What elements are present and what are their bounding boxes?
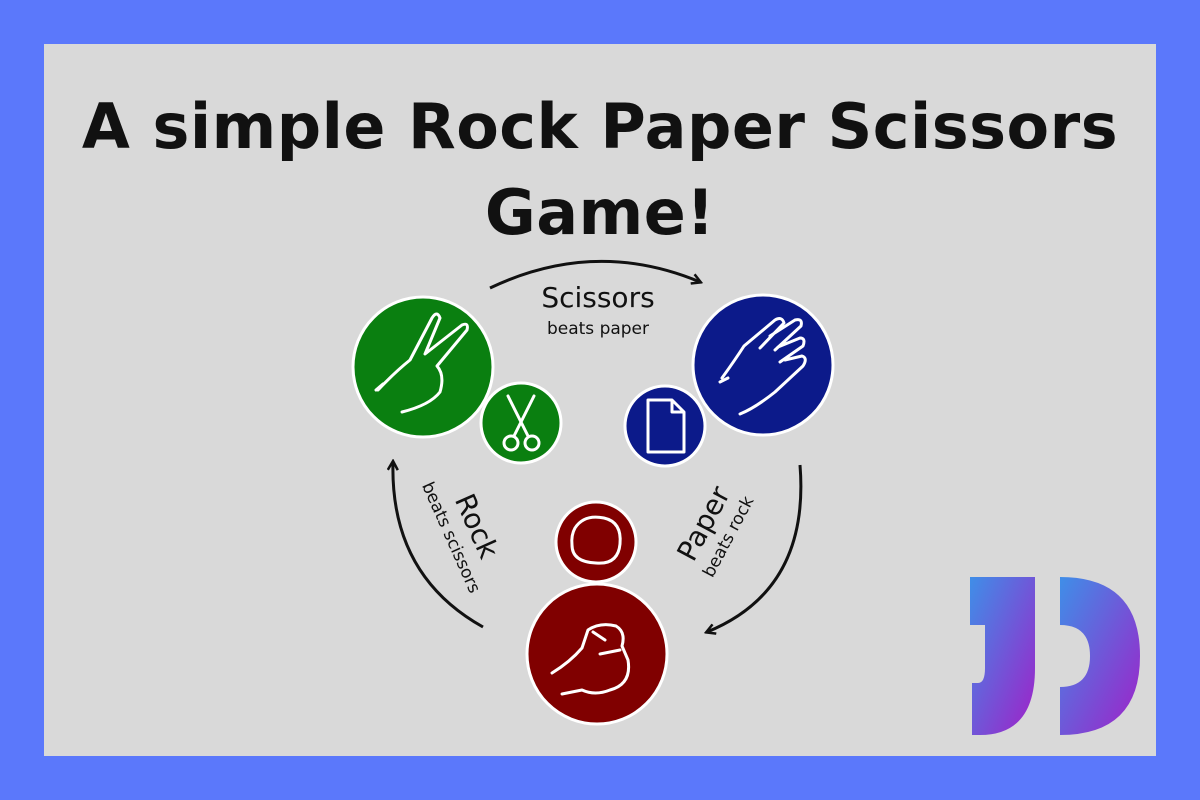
page-title: A simple Rock Paper Scissors Game! xyxy=(44,84,1156,256)
scissors-icon xyxy=(479,381,563,465)
paper-label-group: Paper beats rock xyxy=(670,480,758,580)
arrow-rock-to-scissors xyxy=(393,462,484,629)
fist-icon xyxy=(525,582,669,726)
flat-hand-icon xyxy=(691,293,835,437)
scissors-rule: beats paper xyxy=(547,319,649,339)
v-sign-hand-icon xyxy=(351,295,495,439)
scissors-label: Scissors xyxy=(541,281,654,314)
arrow-paper-to-rock xyxy=(707,464,803,632)
arrow-scissors-to-paper xyxy=(489,259,700,290)
title-line-2: Game! xyxy=(484,176,716,249)
jd-logo-icon xyxy=(970,577,1140,735)
rock-label-group: Rock beats scissors xyxy=(417,479,505,596)
rock-icon xyxy=(554,500,638,584)
document-icon xyxy=(623,384,707,468)
title-line-1: A simple Rock Paper Scissors xyxy=(81,90,1119,163)
